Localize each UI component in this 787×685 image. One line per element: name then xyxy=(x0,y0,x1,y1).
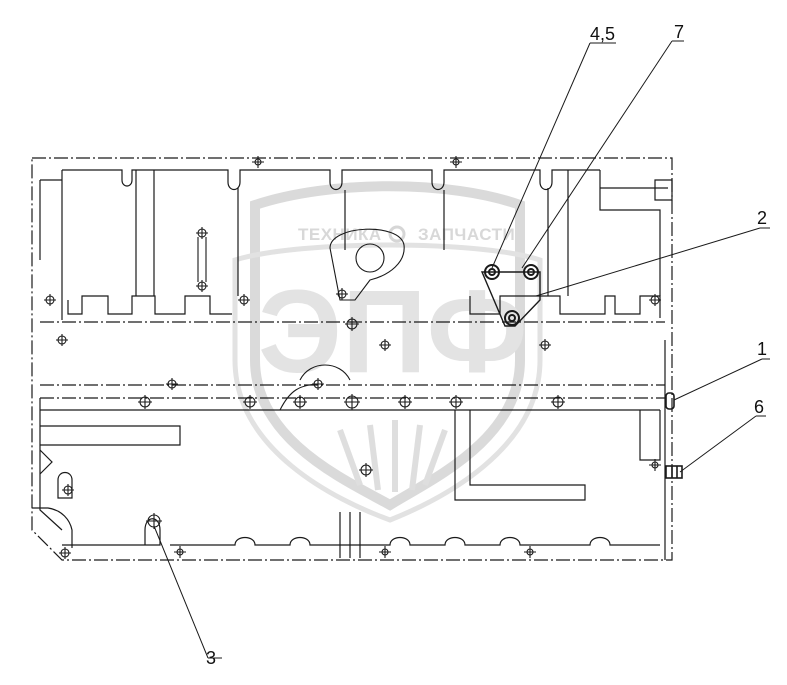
bolt-hole xyxy=(252,156,264,168)
part-plate-2 xyxy=(480,271,541,327)
watermark-text-right: ЗАПЧАСТИ xyxy=(418,225,515,244)
part-bolt-lower xyxy=(504,310,520,326)
bolt-hole xyxy=(196,227,208,239)
bolt-hole xyxy=(56,334,68,346)
callout-label-6: 6 xyxy=(754,397,764,417)
watermark-text-left: ТЕХНИКА xyxy=(298,225,382,244)
bolt-hole xyxy=(539,339,551,351)
bolt-hole xyxy=(44,294,56,306)
callout-label-7: 7 xyxy=(674,22,684,42)
callout-label-2: 2 xyxy=(757,208,767,228)
part-bolt-4-5 xyxy=(484,264,500,280)
bolt-hole xyxy=(243,395,257,409)
bolt-hole xyxy=(450,156,462,168)
bolt-hole xyxy=(649,459,661,471)
bolt-hole xyxy=(62,484,74,496)
bolt-hole xyxy=(551,395,565,409)
leader-lines xyxy=(153,40,770,659)
gear-icon xyxy=(388,225,406,243)
bolt-hole xyxy=(196,280,208,292)
part-plug-6 xyxy=(665,465,683,479)
bolt-holes xyxy=(44,156,661,559)
watermark-logo: ТЕХНИКА ЗАПЧАСТИ ЭПФ xyxy=(232,181,543,523)
bolt-hole xyxy=(524,546,536,558)
bolt-hole xyxy=(379,546,391,558)
callout-label-3: 3 xyxy=(206,648,216,668)
bolt-hole xyxy=(344,394,360,410)
bolt-hole xyxy=(345,317,359,331)
part-plug-1 xyxy=(665,392,675,410)
leader-6 xyxy=(679,415,766,473)
bolt-hole xyxy=(359,463,373,477)
leader-1 xyxy=(673,358,770,401)
leader-2 xyxy=(535,227,770,297)
part-bolt-7 xyxy=(523,264,539,280)
watermark-logo-letters: ЭПФ xyxy=(258,266,527,398)
leader-7 xyxy=(521,40,684,269)
bolt-hole xyxy=(398,395,412,409)
leader-4-5 xyxy=(491,42,616,269)
bolt-hole xyxy=(379,339,391,351)
bolt-hole xyxy=(336,288,348,300)
bolt-hole xyxy=(138,395,152,409)
bolt-hole xyxy=(293,395,307,409)
bolt-hole xyxy=(649,294,661,306)
callout-label-4-5: 4,5 xyxy=(590,24,615,44)
bolt-hole xyxy=(59,547,71,559)
bolt-hole xyxy=(166,378,178,390)
callout-label-1: 1 xyxy=(757,339,767,359)
callout-labels: 4,5 7 2 1 6 3 xyxy=(206,22,767,668)
leader-3 xyxy=(153,525,222,659)
wheat-icon xyxy=(337,420,448,492)
bolt-hole xyxy=(174,546,186,558)
bolt-hole xyxy=(449,395,463,409)
bolt-hole xyxy=(238,294,250,306)
